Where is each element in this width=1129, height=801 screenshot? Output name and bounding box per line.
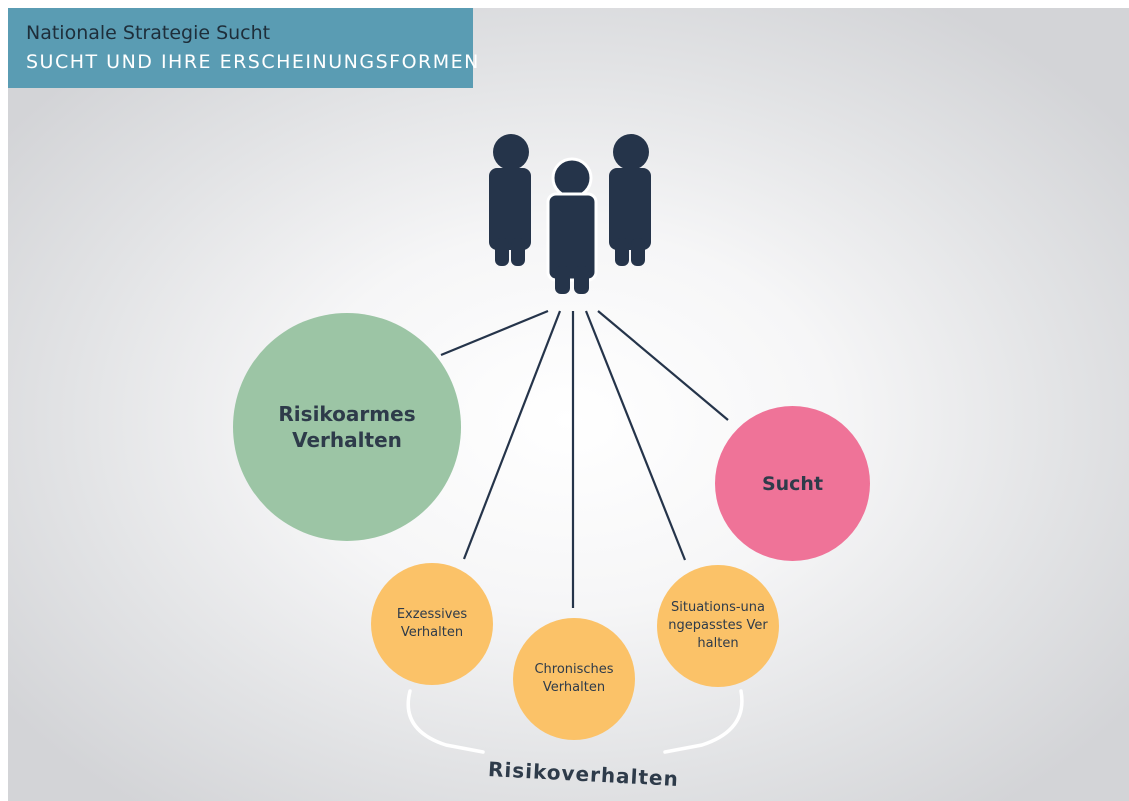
- diagram-graphics: [406, 134, 744, 754]
- node-chronisches-verhalten: Chronisches Verhalten: [513, 618, 635, 740]
- connector-lines: [440, 309, 729, 608]
- line-to-situation: [584, 310, 687, 561]
- person-right-icon: [609, 134, 651, 266]
- diagram-canvas: Nationale Strategie Sucht SUCHT UND IHRE…: [8, 8, 1129, 801]
- line-to-sucht: [597, 310, 729, 421]
- line-to-exzessiv: [462, 310, 562, 560]
- node-chronisches-label: Chronisches Verhalten: [534, 662, 614, 695]
- node-exzessives-label: Exzessives Verhalten: [396, 607, 468, 640]
- node-situationsunangepasstes-verhalten: Situations-unangepasstes Verhalten: [657, 565, 779, 687]
- node-sucht-label: Sucht: [761, 472, 824, 495]
- node-sucht: Sucht: [715, 406, 870, 561]
- node-risikoarmes-verhalten: Risikoarmes Verhalten: [233, 313, 461, 541]
- risikoverhalten-bracket: [406, 689, 744, 754]
- node-situation-label: Situations-unangepasstes Verhalten: [668, 600, 768, 651]
- header-subtitle: Nationale Strategie Sucht: [26, 22, 271, 44]
- node-risikoarmes-label: Risikoarmes Verhalten: [278, 402, 416, 452]
- node-exzessives-verhalten: Exzessives Verhalten: [371, 563, 493, 685]
- header-banner: Nationale Strategie Sucht SUCHT UND IHRE…: [8, 8, 478, 88]
- header-title: SUCHT UND IHRE ERSCHEINUNGSFORMEN: [26, 51, 480, 73]
- people-group-icon: [489, 134, 651, 294]
- line-to-risikoarm: [440, 309, 549, 357]
- person-middle-icon: [546, 157, 598, 294]
- person-left-icon: [489, 134, 531, 266]
